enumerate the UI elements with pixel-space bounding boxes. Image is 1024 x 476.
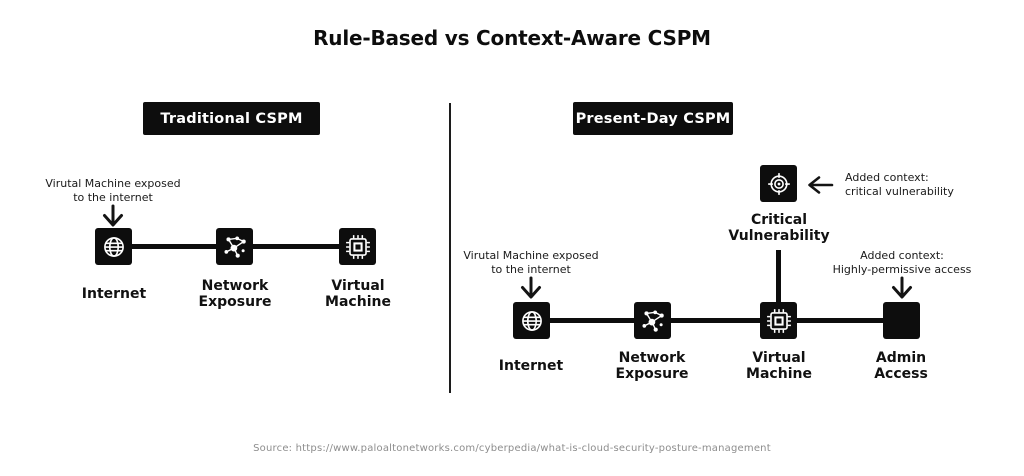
node-label-admin-access: Admin Access (874, 350, 928, 382)
vm-exposed-annotation-right: Virutal Machine exposed to the internet (463, 249, 599, 276)
branch-connector-line (776, 250, 781, 306)
internet-node (95, 228, 132, 265)
down-arrow-icon (889, 276, 915, 300)
down-arrow-icon (100, 204, 126, 228)
node-label-network-exposure: Network Exposure (198, 278, 272, 310)
critical-vulnerability-node (760, 165, 797, 202)
chip-icon (345, 234, 371, 260)
node-label-virtual-machine: Virtual Machine (325, 278, 391, 310)
node-label-critical-vulnerability: Critical Vulnerability (728, 212, 830, 244)
virtual-machine-node (339, 228, 376, 265)
critical-context-annotation: Added context: critical vulnerability (845, 171, 954, 198)
down-arrow-icon (518, 276, 544, 300)
admin-access-node (883, 302, 920, 339)
virtual-machine-node (760, 302, 797, 339)
network-exposure-node (634, 302, 671, 339)
chip-icon (766, 308, 792, 334)
node-label-internet: Internet (81, 286, 147, 303)
target-icon (766, 171, 792, 197)
section-divider (449, 103, 451, 393)
globe-icon (101, 234, 127, 260)
connector-line (531, 318, 902, 323)
network-icon (222, 234, 248, 260)
network-icon (640, 308, 666, 334)
present-day-cspm-header: Present-Day CSPM (573, 102, 733, 135)
globe-icon (519, 308, 545, 334)
network-exposure-node (216, 228, 253, 265)
page-title: Rule-Based vs Context-Aware CSPM (313, 26, 711, 50)
vm-exposed-annotation: Virutal Machine exposed to the internet (45, 177, 181, 204)
source-citation: Source: https://www.paloaltonetworks.com… (253, 443, 771, 454)
left-arrow-icon (806, 176, 834, 194)
admin-context-annotation: Added context: Highly-permissive access (832, 249, 972, 276)
node-label-internet: Internet (498, 358, 564, 375)
internet-node (513, 302, 550, 339)
node-label-network-exposure: Network Exposure (615, 350, 689, 382)
node-label-virtual-machine: Virtual Machine (746, 350, 812, 382)
traditional-cspm-header: Traditional CSPM (143, 102, 320, 135)
